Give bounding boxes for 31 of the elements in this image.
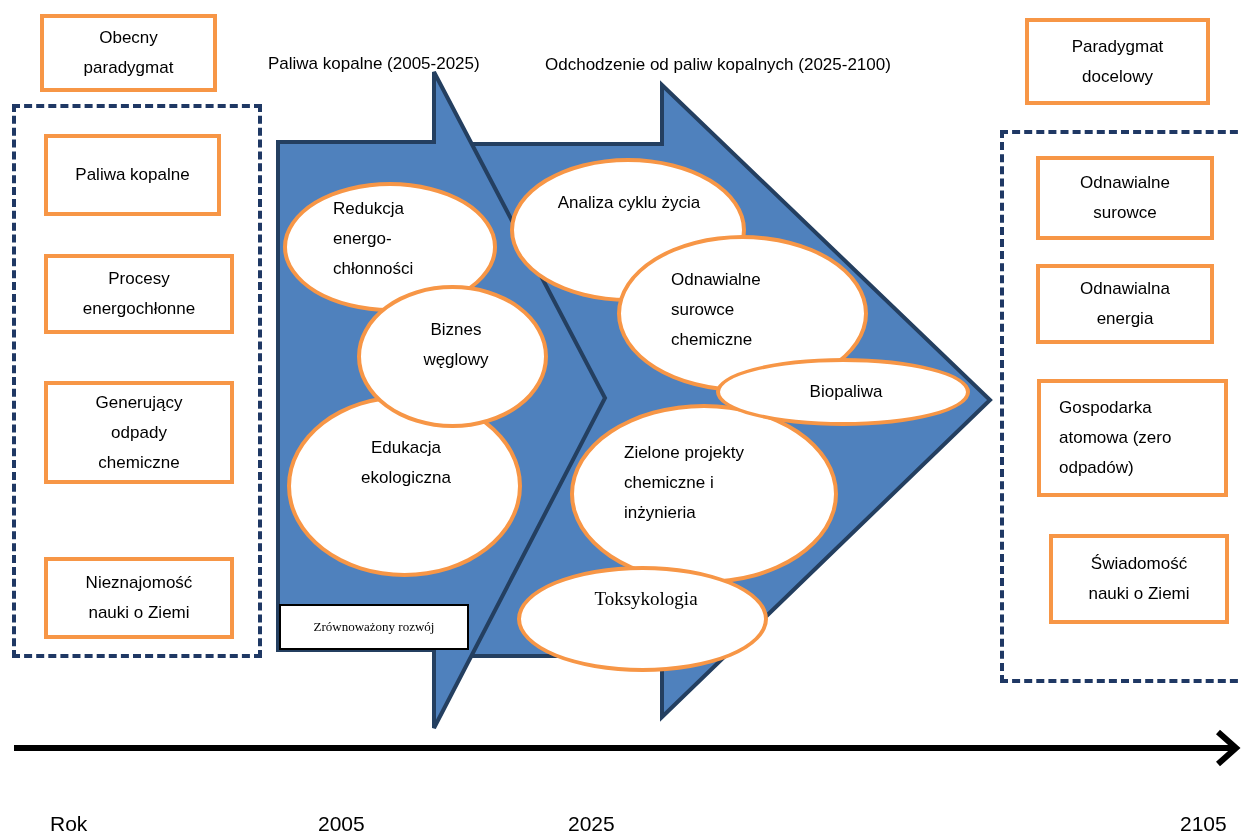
box-text: Paradygmat docelowy	[1070, 35, 1165, 88]
stage-heading: Odchodzenie od paliw kopalnych (2025-2100)	[545, 55, 891, 75]
ellipse-text: Edukacja ekologiczna	[360, 437, 452, 489]
paradigm-box	[44, 557, 234, 639]
box-text: Paliwa kopalne	[75, 164, 190, 186]
note-text: Zrównoważony rozwój	[313, 619, 435, 635]
box-text: Gospodarka atomowa (zero odpadów)	[1059, 397, 1173, 479]
stage-heading: Paliwa kopalne (2005-2025)	[268, 54, 480, 74]
box-text: Odnawialne surowce	[1079, 172, 1171, 224]
box-text: Generujący odpady chemiczne	[94, 391, 184, 474]
dashed-group-frame	[12, 104, 262, 658]
box-text: Świadomość nauki o Ziemi	[1087, 553, 1191, 605]
year-label: Rok	[50, 812, 88, 836]
box-text: Procesy energochłonne	[81, 268, 197, 320]
year-label: 2105	[1180, 812, 1227, 836]
paradigm-box	[1025, 18, 1210, 105]
paradigm-box	[1036, 264, 1214, 344]
box-text: Odnawialna energia	[1079, 278, 1171, 330]
paradigm-box	[44, 254, 234, 334]
year-label: 2005	[318, 812, 365, 836]
box-text: Nieznajomość nauki o Ziemi	[84, 572, 194, 624]
paradigm-box	[1049, 534, 1229, 624]
paradigm-box	[1036, 156, 1214, 240]
paradigm-box	[40, 14, 217, 92]
note-box	[279, 604, 469, 650]
paradigm-box	[1037, 379, 1228, 497]
paradigm-box	[44, 134, 221, 216]
year-label: 2025	[568, 812, 615, 836]
ellipse-text: Redukcja energo- chłonności	[333, 198, 415, 280]
paradigm-box	[44, 381, 234, 484]
box-text: Obecny paradygmat	[82, 27, 175, 79]
